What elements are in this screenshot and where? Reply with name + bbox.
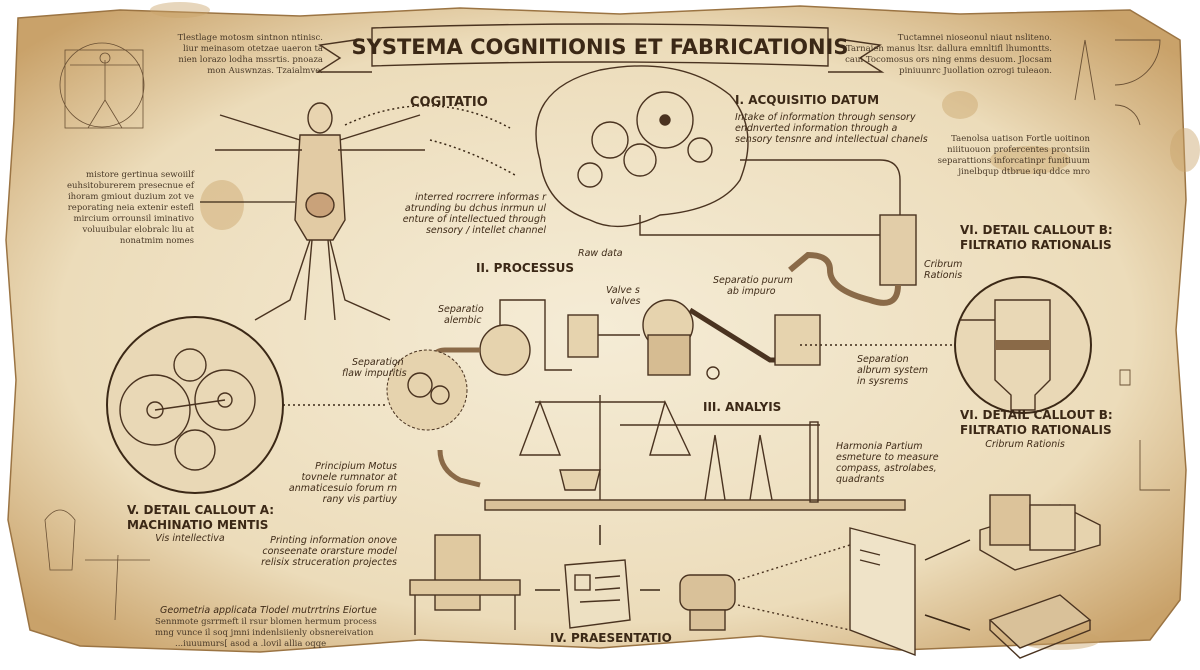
mini-gear-callout — [386, 349, 468, 431]
brain-note-line-4: sensory / intellet channel — [426, 225, 546, 236]
mirror-left-6: voluuibular elobralc liu at — [82, 225, 195, 235]
vitruvian-sketch — [59, 42, 145, 129]
geometria-line-2: Sennmote gsrrmeft il rsur blomen hermum … — [155, 617, 377, 627]
mirror-tl-1: Tlestlage motosm sintnon ntinisc. — [178, 33, 323, 43]
printing-line-2: conseenate orarsture model — [262, 546, 397, 557]
building — [979, 494, 1101, 571]
brain-note-line-3: enture of intellectued through — [403, 214, 546, 225]
brain-note-line-1: interred rocrrere informas r — [415, 192, 547, 203]
processus-heading: II. PROCESSUS — [476, 261, 574, 275]
title-banner: SYSTEMA COGNITIONIS ET FABRICATIONIS — [315, 23, 885, 73]
alembic-label-1: Separatio — [438, 304, 484, 315]
cribrum-label-1: Cribrum — [924, 259, 962, 270]
principium-line-3: anmaticesuio forum rn — [289, 483, 397, 494]
mirror-tl-3: nien lorazo lodha mssrtis. pnoaza — [178, 55, 323, 65]
torso-sketches — [44, 509, 150, 621]
acquisitio-line-1: Intake of information through sensory — [735, 112, 916, 123]
callout-b-filter — [954, 276, 1092, 414]
mirror-tl-4: mon Auswnzas. Tzaialmve. — [207, 66, 323, 76]
mirror-tr-1: Tuctamnei nioseonul niaut nsliteno. — [898, 33, 1052, 43]
harmonia-line-1: Harmonia Partium — [836, 441, 923, 452]
mirror-tl-2: liur meinasom otetzae uaeron ta — [183, 44, 323, 54]
dotted-arrows — [344, 105, 516, 176]
printing-line-3: relisix struceration projectes — [261, 557, 397, 568]
title: SYSTEMA COGNITIONIS ET FABRICATIONIS — [352, 35, 849, 59]
mirror-left-4: reporating neia extenir estefl — [68, 203, 195, 213]
mirror-tr-3: caui Tocomosus ors ning enms desuom. Jlo… — [845, 55, 1052, 65]
valves-label-2: valves — [610, 296, 641, 307]
callout-b-heading-2: FILTRATIO RATIONALIS — [960, 423, 1112, 437]
mini-gears — [407, 372, 450, 405]
mirror-left-5: mircium orrounsil iminativo — [74, 214, 194, 224]
mirror-left-1: mistore gertinua sewoiilf — [86, 170, 195, 180]
projector — [679, 544, 851, 631]
printing-line-1: Printing information onove — [270, 535, 397, 546]
mirror-left-7: nonatmim nomes — [120, 236, 194, 246]
book — [988, 594, 1092, 659]
principium-line-4: rany vis partiuy — [323, 494, 398, 505]
brain-machine — [535, 65, 901, 236]
acquisitio-line-2: endnverted information through a — [735, 123, 897, 134]
callout-b-top-heading-1: VI. DETAIL CALLOUT B: — [960, 223, 1113, 237]
mirror-left-3: ihoram gmiout duzium zot ve — [68, 192, 194, 202]
projected-screen — [849, 527, 916, 657]
analysis-apparatus — [437, 395, 906, 511]
mirror-right-2: niiituouon profercentes prontsiin — [947, 145, 1090, 155]
principium-line-1: Principium Motus — [315, 461, 397, 472]
purum-label-2: ab impuro — [727, 286, 776, 297]
callout-a-heading-1: V. DETAIL CALLOUT A: — [127, 503, 274, 517]
mirror-left-2: euhsitoburerem presecnue ef — [67, 181, 195, 191]
praesentatio-heading: IV. PRAESENTATIO — [550, 631, 672, 645]
callout-b-heading-1: VI. DETAIL CALLOUT B: — [960, 408, 1113, 422]
callout-b-top-heading-2: FILTRATIO RATIONALIS — [960, 238, 1112, 252]
raw-data-label: Raw data — [578, 248, 623, 259]
valves-label-1: Valve s — [606, 285, 640, 296]
callout-a-heading-2: MACHINATIO MENTIS — [127, 518, 268, 532]
mirror-right-1: Taenolsa uatison Fortle uoitinon — [951, 134, 1090, 144]
filter-cylinder — [788, 214, 917, 306]
brain-note-line-2: atrunding bu dchus inrmun ul — [405, 203, 546, 214]
harmonia-line-3: compass, astrolabes, — [836, 463, 937, 474]
geometria-line-4: ...iuuumurs[ asod a .lovil allia oqqe — [175, 639, 326, 649]
harmonia-line-4: quadrants — [836, 474, 884, 485]
separation-flaw-2: flaw impuritis — [342, 368, 407, 379]
geometria-line-3: mng vunce il soq jmni indenlsiienly obsn… — [155, 628, 374, 638]
analysis-heading: III. ANALYIS — [703, 400, 781, 414]
arrows — [535, 525, 971, 631]
harmonia-line-2: esmeture to measure — [836, 452, 939, 463]
acquisitio-heading: I. ACQUISITIO DATUM — [735, 93, 879, 107]
compass-sketches — [1074, 39, 1170, 491]
acquisitio-line-3: sensory tensnre and intellectual chanels — [735, 134, 928, 145]
separation-flaw-1: Separation — [352, 357, 404, 368]
geometria-line-1: Geometria applicata Tlodel mutrrtrins Ei… — [160, 605, 377, 616]
callout-a-gears — [106, 316, 284, 494]
alembic-label-2: alembic — [444, 315, 482, 326]
mirror-tr-2: Tarnaien manus ltsr. dallura emnltifl lh… — [846, 44, 1052, 54]
anatomical-figure — [215, 102, 425, 321]
cribrum-label-2: Rationis — [924, 270, 962, 281]
principium-line-2: tovnele rumnator at — [301, 472, 398, 483]
callout-a-sub: Vis intellectiva — [155, 533, 225, 544]
albrum-label-2: albrum system — [857, 365, 928, 376]
mirror-tr-4: piniuunrc Juollation ozrogi tuleaon. — [899, 66, 1052, 76]
callout-b-sub: Cribrum Rationis — [985, 439, 1065, 450]
albrum-label-1: Separation — [857, 354, 909, 365]
albrum-label-3: in sysrems — [857, 376, 908, 387]
mirror-right-4: jinelbqup dtbrue iqu ddce mro — [957, 167, 1090, 177]
scroll-document — [564, 559, 631, 629]
purum-label-1: Separatio purum — [713, 275, 793, 286]
cogitatio-label: COGITATIO — [410, 95, 488, 110]
mirror-right-3: separattions inforcatinpr funitiuum — [938, 156, 1090, 166]
printing-press — [409, 534, 521, 635]
